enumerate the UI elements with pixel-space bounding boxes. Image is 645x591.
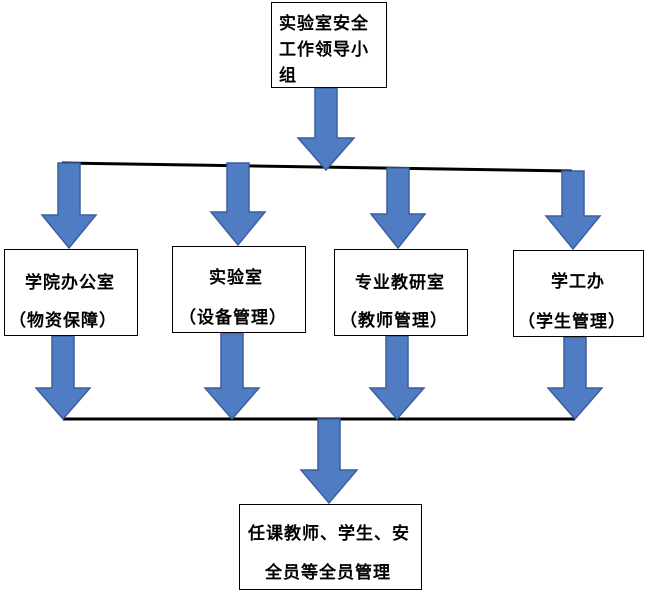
node-laboratory-name: 实验室 [209, 268, 263, 288]
node-student-affairs-sub: （学生管理） [518, 312, 626, 332]
node-teaching-office: 专业教研室 （教师管理） [334, 249, 468, 336]
arrow-to-laboratory [209, 162, 267, 247]
node-student-affairs: 学工办 （学生管理） [513, 250, 644, 337]
arrow-from-laboratory [203, 332, 261, 421]
bottom-node-all-staff: 任课教师、学生、安 全员等全员管理 [239, 504, 422, 590]
arrow-from-teaching-office [368, 335, 426, 421]
arrow-to-college-office [40, 162, 98, 250]
arrow-from-student-affairs [546, 336, 604, 421]
top-node-line2: 工作领导小 [279, 40, 369, 60]
arrow-to-teaching-office [369, 167, 427, 250]
bottom-node-line1: 任课教师、学生、安 [248, 524, 410, 544]
top-node-leadership-group: 实验室安全 工作领导小 组 [271, 2, 387, 88]
upper-connector-line [61, 161, 573, 173]
node-laboratory-sub: （设备管理） [179, 308, 287, 328]
arrow-bus-to-bottom [299, 418, 359, 505]
node-laboratory: 实验室 （设备管理） [172, 246, 306, 333]
top-node-line3: 组 [279, 66, 297, 86]
top-node-line1: 实验室安全 [279, 14, 369, 34]
node-college-office-name: 学院办公室 [25, 273, 115, 293]
node-college-office-sub: （物资保障） [9, 311, 117, 331]
bottom-node-line2: 全员等全员管理 [265, 563, 391, 583]
arrow-to-student-affairs [544, 170, 602, 251]
arrow-top-to-bus [296, 87, 356, 172]
node-college-office: 学院办公室 （物资保障） [4, 249, 138, 336]
node-student-affairs-name: 学工办 [551, 272, 605, 292]
node-teaching-office-sub: （教师管理） [340, 311, 448, 331]
node-teaching-office-name: 专业教研室 [355, 273, 445, 293]
arrow-from-college-office [34, 335, 92, 421]
